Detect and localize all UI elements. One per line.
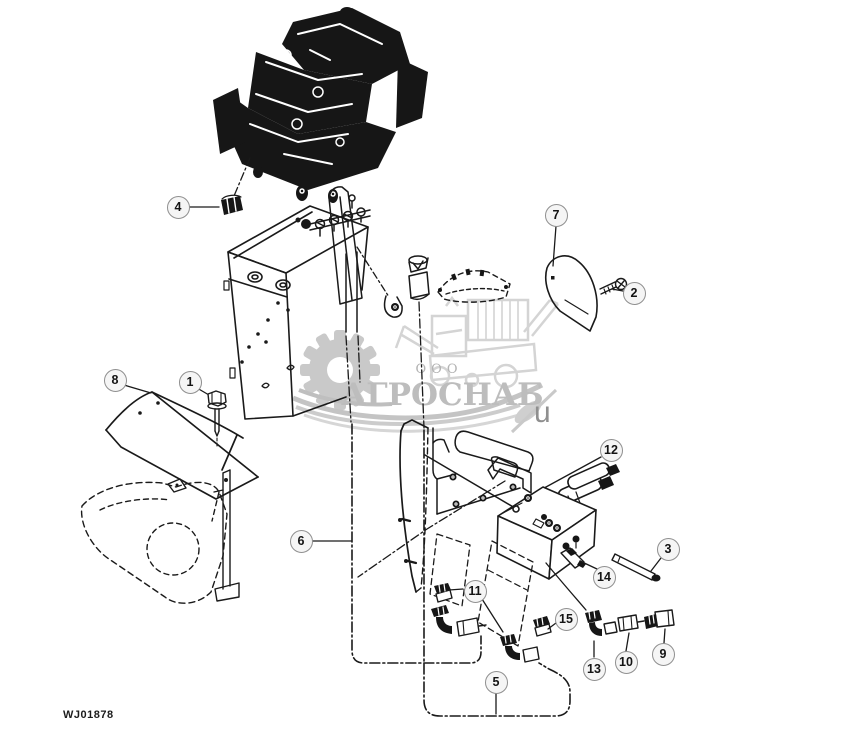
part-11-fittings [431,583,504,637]
reservoir-tank [223,205,369,420]
part-13-elbow [585,610,618,658]
support-panel [357,419,506,593]
part-2-screw [599,277,628,295]
leaf-accent [510,388,558,434]
tank-mount-bracket [301,186,403,423]
hose-assembly-6 [312,423,482,664]
watermark-company-prefix: ООО [415,362,463,377]
part-12-solenoid-valve [429,456,620,647]
drawing-code-label: WJ01878 [63,709,114,721]
hose-assembly-5 [423,429,571,717]
part-1-bolt [196,387,227,447]
part-3-rod [611,553,662,582]
watermark-company-name: АГРОСНАБ [341,377,544,413]
hose-elbow-fitting [500,634,540,663]
dashed-wedge-panel [437,268,511,303]
gear-logo-icon [300,330,380,410]
control-valve-assembly [213,7,428,203]
part-10-union [617,614,645,652]
cylinder-fitting [408,255,430,429]
part-7-plate [544,225,598,332]
part-4-cap-nut [188,157,251,215]
part-8-cover-shield [105,384,259,500]
tractor-logo-icon [394,295,559,389]
watermark-suffix-letter: u [534,396,551,429]
part-14-fitting [560,547,598,570]
part-9-plug [644,609,675,644]
fender-reference [80,469,240,604]
part-15-nut [533,616,557,637]
